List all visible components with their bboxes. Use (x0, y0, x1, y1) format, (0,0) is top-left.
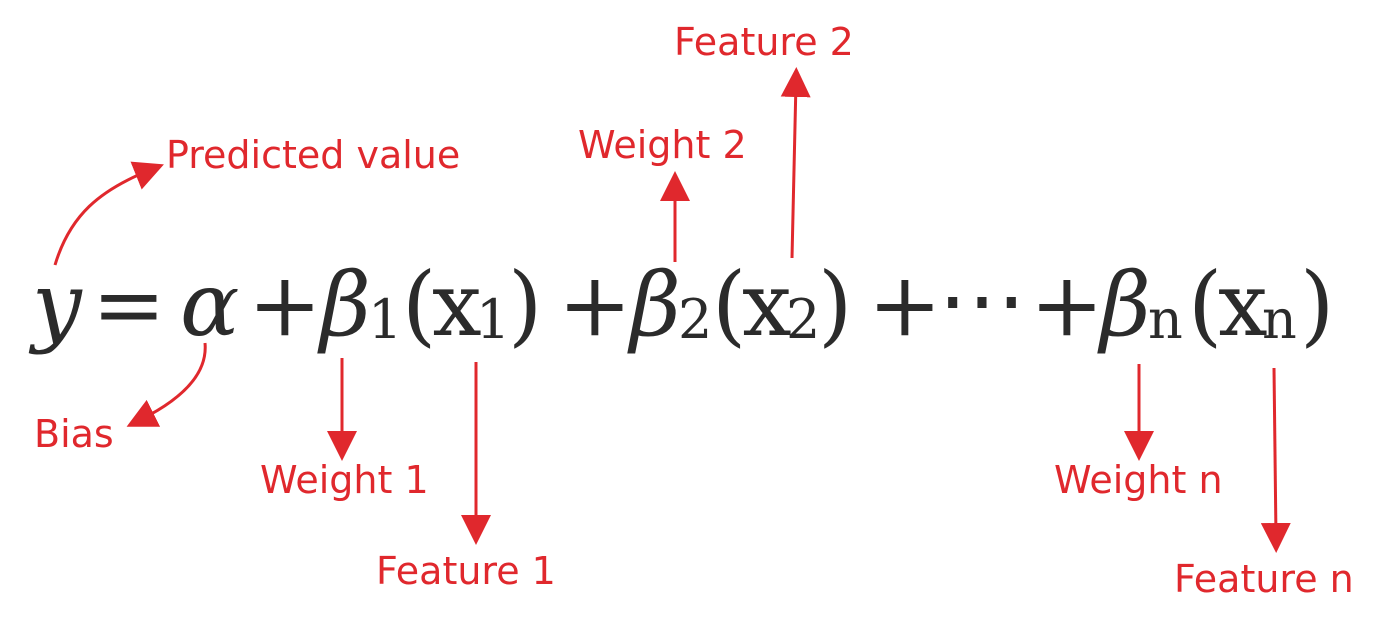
eq-x-2-sub: 2 (786, 288, 820, 351)
eq-beta-2-sub: 2 (678, 288, 712, 351)
eq-rparen-2: ) (818, 253, 852, 356)
eq-beta-1-sub: 1 (368, 288, 402, 351)
eq-beta-n: β (1097, 253, 1151, 356)
eq-rparen-1: ) (508, 253, 542, 356)
label-weight-1: Weight 1 (260, 458, 429, 502)
eq-x-n: x (1218, 253, 1268, 356)
annotation-arrows (53, 67, 1291, 553)
label-feature-2: Feature 2 (674, 20, 854, 64)
eq-x-n-sub: n (1262, 288, 1297, 351)
arrow-feature-2 (780, 67, 811, 259)
eq-lparen-2: ( (712, 253, 746, 356)
label-bias: Bias (34, 412, 114, 456)
eq-plus-3: + (868, 253, 942, 356)
eq-beta-1: β (317, 253, 371, 356)
arrow-feature-n (1260, 367, 1291, 553)
eq-x-1: x (432, 253, 482, 356)
label-weight-2: Weight 2 (578, 123, 747, 167)
label-weight-n: Weight n (1054, 458, 1223, 502)
eq-plus-1: + (248, 253, 322, 356)
eq-dots: ⋯ (938, 248, 1026, 351)
label-feature-1: Feature 1 (376, 549, 556, 593)
eq-lparen-1: ( (402, 253, 436, 356)
label-feature-n: Feature n (1174, 557, 1354, 601)
eq-x-2: x (742, 253, 792, 356)
eq-lparen-n: ( (1188, 253, 1222, 356)
eq-plus-4: + (1030, 253, 1104, 356)
eq-alpha: α (180, 253, 239, 356)
eq-y: y (28, 253, 83, 356)
eq-equals: = (92, 253, 166, 356)
eq-beta-n-sub: n (1148, 288, 1183, 351)
label-predicted-value: Predicted value (166, 133, 460, 177)
eq-x-1-sub: 1 (476, 288, 510, 351)
annotation-labels: Predicted value Bias Weight 1 Feature 1 … (34, 20, 1354, 601)
arrow-predicted-value (53, 161, 164, 266)
arrow-bias (126, 342, 207, 427)
eq-rparen-n: ) (1300, 253, 1334, 356)
eq-plus-2: + (558, 253, 632, 356)
eq-beta-2: β (627, 253, 681, 356)
equation: y = α + β 1 ( x 1 ) + β 2 ( x 2 ) + ⋯ + … (28, 248, 1334, 356)
